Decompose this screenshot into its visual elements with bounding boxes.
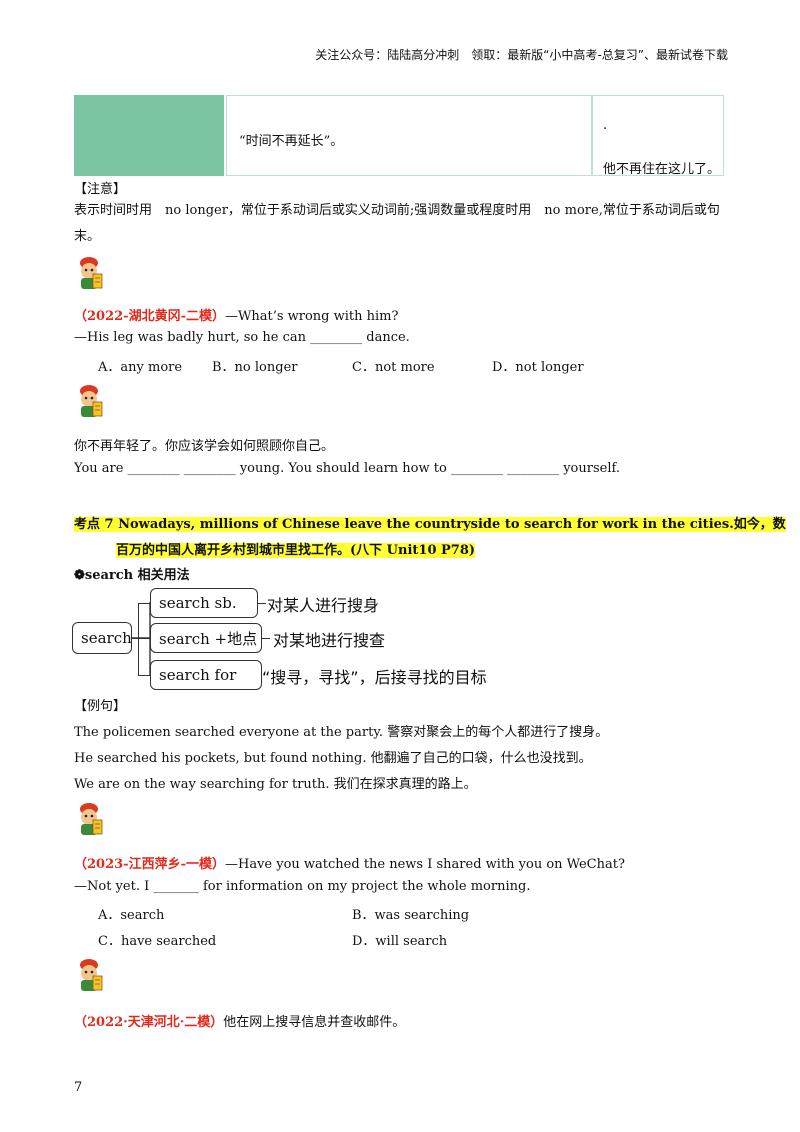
- page-number: 7: [74, 1080, 83, 1095]
- example-sentence-1: The policemen searched everyone at the p…: [74, 725, 609, 740]
- diagram-desc-2: 对某地进行搜查: [273, 631, 386, 650]
- kaodian-line1: 考点 7 Nowadays, millions of Chinese leave…: [74, 513, 786, 532]
- question-3-option-b[interactable]: B．was searching: [352, 908, 470, 923]
- diagram-root-text: search: [81, 629, 132, 647]
- question-2-chinese: 你不再年轻了。你应该学会如何照顾你自己。: [74, 439, 335, 454]
- example-sentence-3: We are on the way searching for truth. 我…: [74, 777, 477, 792]
- question-1-option-d[interactable]: D．not longer: [492, 360, 584, 375]
- question-1-line2: —His leg was badly hurt, so he can _____…: [74, 330, 410, 345]
- table-cell-example: . 他不再住在这儿了。: [592, 95, 724, 177]
- question-2-english: You are ________ ________ young. You sho…: [74, 461, 620, 476]
- question-3-prompt: —Have you watched the news I shared with…: [224, 857, 625, 872]
- question-3-option-c[interactable]: C．have searched: [98, 934, 217, 949]
- mascot-icon: [80, 257, 103, 289]
- diagram-box-search-for: search for: [150, 660, 262, 690]
- diagram-desc-link-2: [262, 638, 270, 639]
- question-3-option-a[interactable]: A．search: [98, 908, 165, 923]
- diagram-branch-2: [138, 638, 150, 639]
- question-1: （2022-湖北黄冈-二模）—What’s wrong with him?: [74, 305, 398, 324]
- note-label: 【注意】: [74, 182, 127, 197]
- question-3-option-d[interactable]: D．will search: [352, 934, 448, 949]
- diagram-root-box: search: [72, 622, 132, 654]
- question-1-option-a[interactable]: A．any more: [98, 360, 183, 375]
- question-3: （2023-江西萍乡-一模）—Have you watched the news…: [74, 853, 625, 872]
- question-1-option-c[interactable]: C．not more: [352, 360, 435, 375]
- diagram-box-search-place: search +地点: [150, 623, 262, 653]
- diagram-root-link: [132, 638, 138, 639]
- question-4: （2022·天津河北·二模）他在网上搜寻信息并查收邮件。: [74, 1011, 405, 1030]
- mascot-icon: [80, 959, 103, 991]
- question-4-source: （2022·天津河北·二模）: [74, 1015, 224, 1030]
- kaodian-line2-text: 百万的中国人离开乡村到城市里找工作。(八下 Unit10 P78): [116, 543, 476, 558]
- kaodian-line2: 百万的中国人离开乡村到城市里找工作。(八下 Unit10 P78): [116, 539, 476, 558]
- example-sentence-2: He searched his pockets, but found nothi…: [74, 751, 592, 766]
- mascot-icon: [80, 803, 103, 835]
- table-cell-label: [74, 95, 224, 176]
- page-header: 关注公众号：陆陆高分冲刺 领取：最新版“小中高考-总复习”、最新试卷下载: [315, 48, 728, 62]
- note-text: 表示时间时用 no longer，常位于系动词后或实义动词前;强调数量或程度时用…: [74, 203, 720, 244]
- table-example-text: 他不再住在这儿了。: [603, 162, 721, 177]
- examples-label: 【例句】: [74, 699, 127, 714]
- diagram-branch-3: [138, 675, 150, 676]
- question-1-option-b[interactable]: B．no longer: [212, 360, 298, 375]
- table-cell-meaning: “时间不再延长”。: [226, 95, 592, 176]
- diagram-box-text: search for: [159, 666, 237, 684]
- diagram-trunk: [138, 603, 139, 675]
- diagram-desc-3: “搜寻，寻找”，后接寻找的目标: [262, 668, 487, 687]
- table-meaning-text: “时间不再延长”。: [239, 134, 344, 149]
- question-1-source: （2022-湖北黄冈-二模）: [74, 309, 225, 324]
- question-3-line2: —Not yet. I _______ for information on m…: [74, 879, 531, 894]
- table-example-dot: .: [603, 118, 608, 133]
- question-1-prompt: —What’s wrong with him?: [224, 309, 399, 324]
- diagram-box-search-sb: search sb.: [150, 588, 258, 618]
- diagram-box-text: search sb.: [159, 594, 237, 612]
- vocab-table: “时间不再延长”。 . 他不再住在这儿了。: [74, 95, 724, 177]
- kaodian-line1-text: 考点 7 Nowadays, millions of Chinese leave…: [74, 517, 786, 532]
- diagram-desc-1: 对某人进行搜身: [267, 596, 380, 615]
- diagram-box-text: search +地点: [159, 629, 258, 648]
- question-3-source: （2023-江西萍乡-一模）: [74, 857, 225, 872]
- diagram-desc-link-1: [258, 603, 266, 604]
- mascot-icon: [80, 385, 103, 417]
- usage-title: ❁search 相关用法: [74, 568, 190, 583]
- question-4-text: 他在网上搜寻信息并查收邮件。: [223, 1015, 406, 1030]
- diagram-branch-1: [138, 603, 150, 604]
